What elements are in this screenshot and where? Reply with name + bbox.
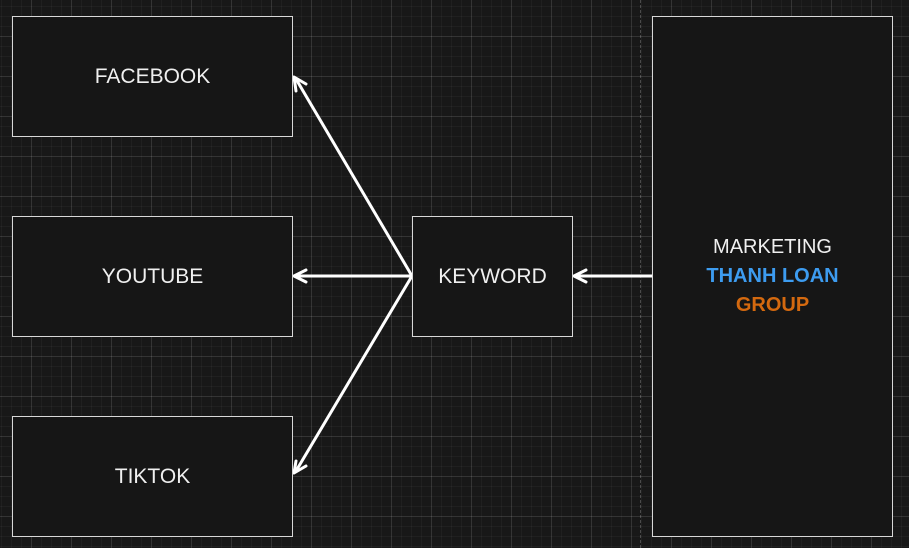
arrowhead-keyword	[572, 268, 588, 284]
page-boundary-line	[640, 0, 641, 548]
group-label-line1: MARKETING	[713, 236, 832, 258]
tiktok-label: TIKTOK	[114, 464, 191, 488]
keyword-label: KEYWORD	[438, 264, 547, 288]
arrowhead-tiktok	[292, 459, 308, 475]
arrowhead-youtube	[292, 268, 308, 284]
tiktok-node[interactable]: TIKTOK	[12, 416, 293, 537]
facebook-node[interactable]: FACEBOOK	[12, 16, 293, 137]
group-label-line2: THANH LOAN	[706, 265, 839, 287]
arrowhead-facebook	[292, 75, 308, 93]
youtube-label: YOUTUBE	[101, 264, 204, 288]
youtube-node[interactable]: YOUTUBE	[12, 216, 293, 337]
edge-keyword-to-tiktok	[294, 274, 414, 473]
edge-keyword-to-facebook	[294, 77, 414, 278]
group-label-line3: GROUP	[735, 294, 810, 316]
facebook-label: FACEBOOK	[94, 64, 211, 88]
keyword-node[interactable]: KEYWORD	[412, 216, 573, 337]
marketing-group-node[interactable]: MARKETING THANH LOAN GROUP	[652, 16, 893, 537]
